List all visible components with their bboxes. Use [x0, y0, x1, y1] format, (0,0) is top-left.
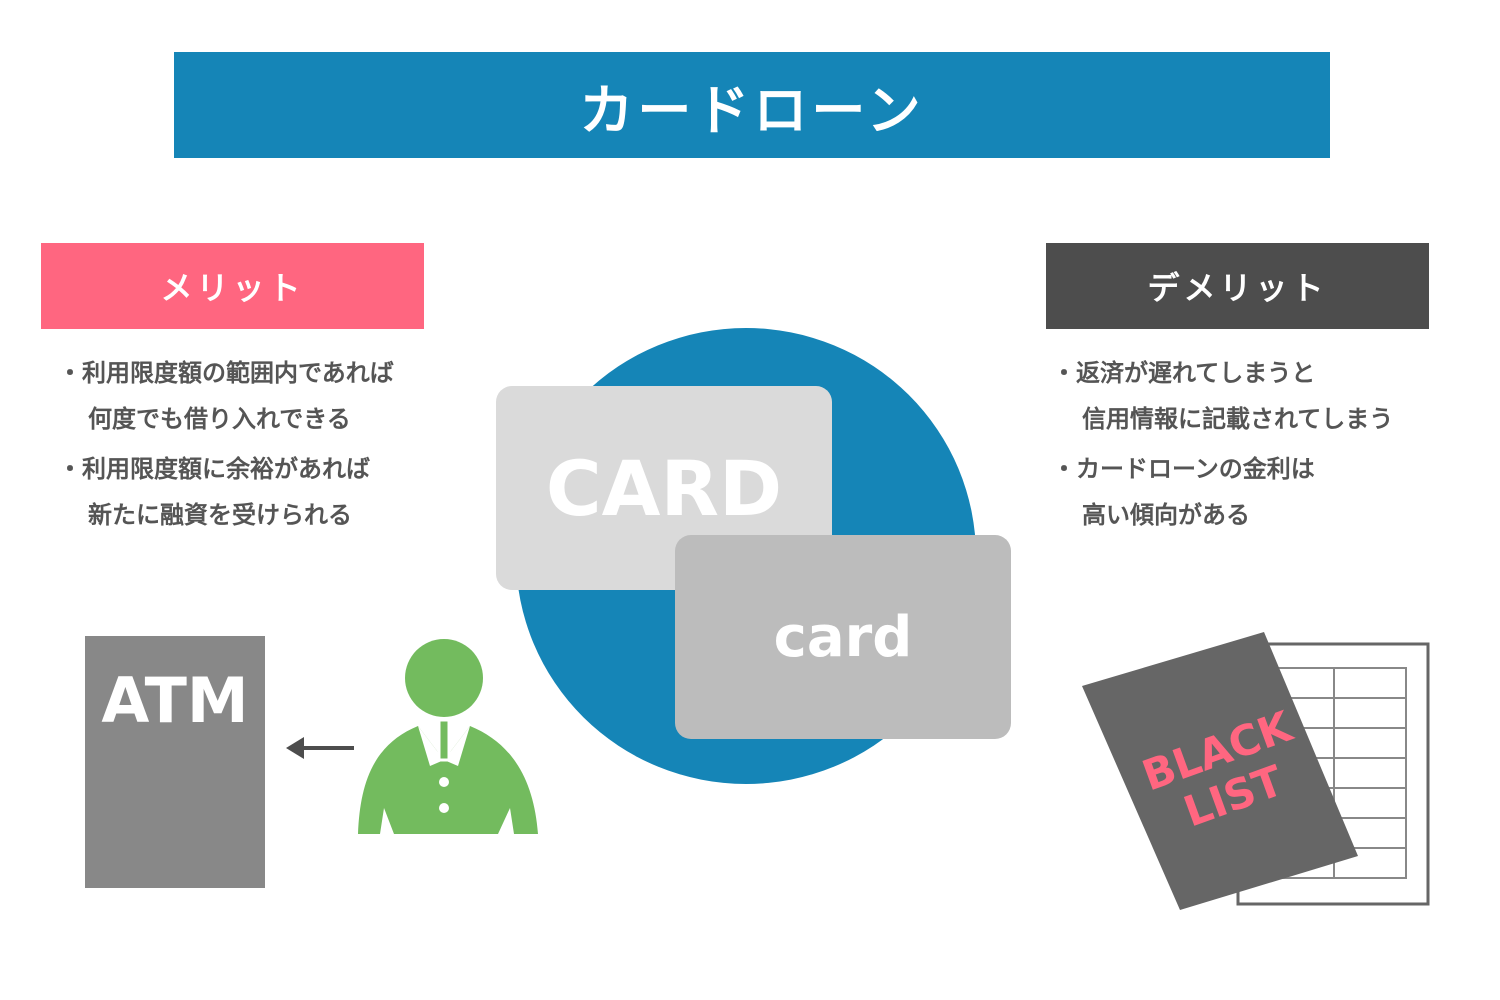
list-item: ・カードローンの金利は 高い傾向がある [1052, 446, 1393, 538]
merit-item-2-line2: 新たに融資を受けられる [88, 501, 352, 529]
demerit-list: ・返済が遅れてしまうと 信用情報に記載されてしまう ・カードローンの金利は 高い… [1052, 350, 1393, 542]
card-small: card [675, 535, 1011, 739]
merit-item-1-line2: 何度でも借り入れできる [88, 405, 351, 433]
demerit-item-1-line2: 信用情報に記載されてしまう [1082, 405, 1394, 433]
list-item: ・返済が遅れてしまうと 信用情報に記載されてしまう [1052, 350, 1393, 442]
card-large-label: CARD [545, 443, 783, 533]
atm-machine: ATM [85, 636, 265, 888]
demerit-item-2-line2: 高い傾向がある [1082, 501, 1250, 529]
card-small-label: card [773, 604, 913, 670]
demerit-heading: デメリット [1046, 243, 1429, 329]
merit-heading: メリット [41, 243, 424, 329]
list-item: ・利用限度額に余裕があれば 新たに融資を受けられる [58, 446, 394, 538]
atm-label: ATM [101, 664, 249, 737]
merit-item-2-line1: ・利用限度額に余裕があれば [58, 455, 370, 483]
merit-item-1-line1: ・利用限度額の範囲内であれば [58, 359, 394, 387]
blacklist-document: BLACK LIST [1082, 632, 1358, 910]
demerit-item-1-line1: ・返済が遅れてしまうと [1052, 359, 1316, 387]
demerit-item-2-line1: ・カードローンの金利は [1052, 455, 1315, 483]
person-icon [358, 639, 538, 834]
page-title: カードローン [174, 52, 1330, 158]
list-item: ・利用限度額の範囲内であれば 何度でも借り入れできる [58, 350, 394, 442]
arrow-left-icon [286, 737, 354, 759]
merit-list: ・利用限度額の範囲内であれば 何度でも借り入れできる ・利用限度額に余裕があれば… [58, 350, 394, 542]
